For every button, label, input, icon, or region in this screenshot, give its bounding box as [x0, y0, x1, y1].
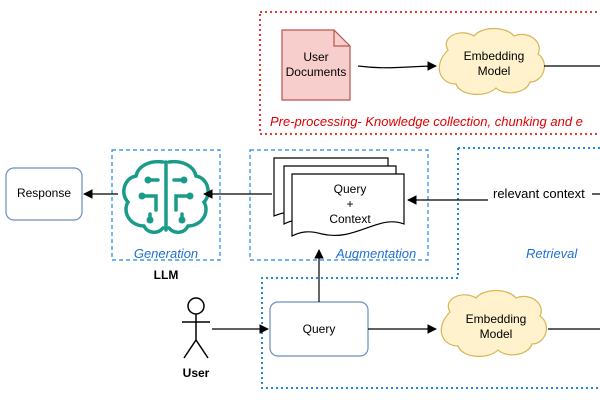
relevant-context-label: relevant context — [493, 186, 585, 201]
llm-label: LLM — [153, 268, 179, 282]
user-documents-shape — [281, 29, 351, 101]
augmentation-context: Context — [329, 212, 371, 226]
response-label: Response — [16, 186, 72, 200]
generation-region — [111, 149, 221, 261]
embedding-bottom-label: Embedding Model — [454, 312, 538, 342]
augmentation-content: Query + Context — [310, 182, 390, 227]
user-documents-fold — [333, 30, 350, 47]
response-box — [5, 167, 83, 221]
user-documents-label: User Documents — [282, 50, 350, 80]
preprocessing-caption: Pre-processing- Knowledge collection, ch… — [270, 114, 583, 129]
embedding-bottom-line1: Embedding — [465, 312, 527, 326]
user-label: User — [182, 366, 210, 380]
retrieval-label: Retrieval — [526, 246, 578, 261]
user-documents-line2: Documents — [285, 65, 347, 79]
stick-figure-icon — [182, 297, 210, 359]
augmentation-plus: + — [346, 197, 354, 211]
retrieval-region — [261, 147, 600, 389]
augmentation-region — [249, 149, 429, 261]
embedding-cloud-bottom — [440, 289, 548, 357]
embedding-top-line2: Model — [477, 64, 511, 78]
user-documents-line1: User — [303, 50, 329, 64]
embedding-cloud-top — [438, 27, 546, 95]
query-label: Query — [302, 322, 336, 336]
brain-circuit-nodes — [138, 176, 194, 224]
embedding-bottom-line2: Model — [479, 327, 513, 341]
arrow-docs-to-embedding — [357, 61, 437, 71]
embedding-top-line1: Embedding — [463, 49, 525, 63]
embedding-top-label: Embedding Model — [452, 49, 536, 79]
augmentation-query: Query — [333, 182, 367, 196]
brain-circuit-icon — [122, 159, 210, 234]
stacked-documents — [273, 157, 405, 237]
generation-label: Generation — [133, 246, 199, 261]
preprocessing-region — [259, 11, 600, 135]
augmentation-label: Augmentation — [336, 246, 417, 261]
